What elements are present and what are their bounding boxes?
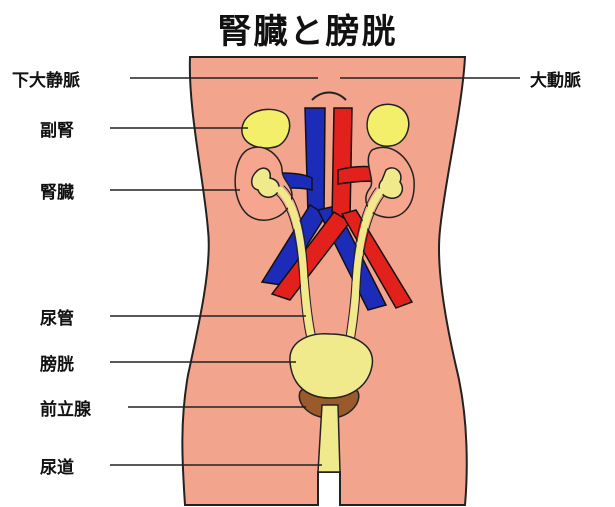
label-ureter: 尿管 (40, 304, 74, 329)
label-adrenal-gland: 副腎 (40, 116, 74, 141)
label-aorta: 大動脈 (530, 66, 581, 91)
label-bladder: 膀胱 (40, 350, 74, 375)
label-urethra: 尿道 (40, 453, 74, 478)
label-inferior-vena-cava: 下大静脈 (12, 66, 80, 91)
urethra (318, 405, 340, 472)
label-kidney: 腎臓 (40, 178, 74, 203)
label-prostate: 前立腺 (40, 395, 91, 420)
